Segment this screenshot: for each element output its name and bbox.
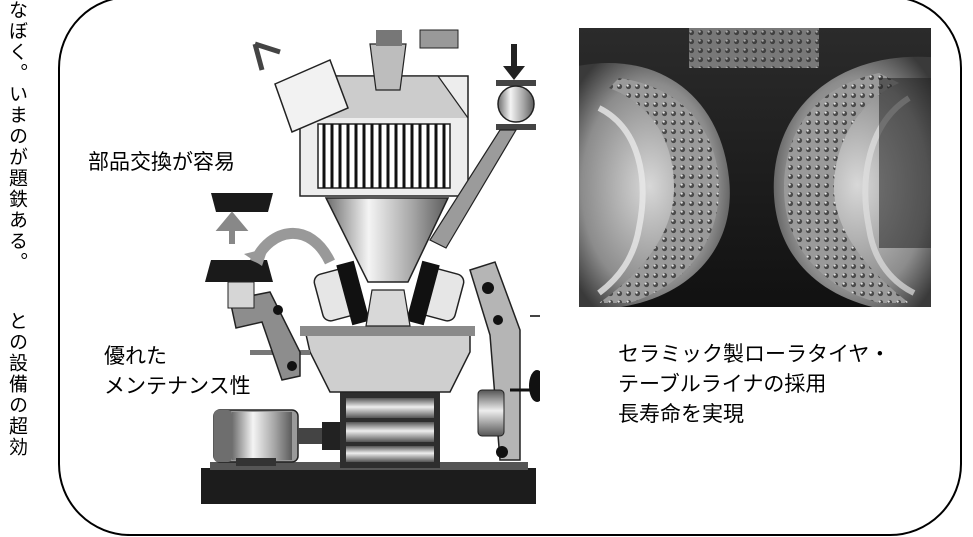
vertical-mill-illustration (201, 29, 540, 504)
separator-cage-icon (317, 123, 451, 189)
hydraulic-arm-right-icon (469, 261, 540, 461)
ceramic-label-line-3: 長寿命を実現 (618, 402, 744, 426)
rounded-frame (58, 0, 962, 536)
vertical-body-text: なぼく。いまのが題鉄ある。との設備の超効 (0, 0, 28, 537)
part-exchange-icon (205, 193, 335, 309)
motor-icon (213, 409, 342, 466)
roller-left-icon (313, 260, 370, 326)
ceramic-label-line-2: テーブルライナの採用 (618, 372, 827, 396)
vertical-text-line-1: なぼく。いまのが題鉄ある。 (6, 0, 28, 273)
parts-exchange-label: 部品交換が容易 (88, 150, 235, 174)
hydraulic-arm-left-icon (229, 291, 301, 381)
ceramic-label-line-1: セラミック製ローラタイヤ・ (618, 342, 891, 366)
maintenance-label-line-2: メンテナンス性 (104, 374, 251, 398)
base-plate (201, 468, 536, 504)
feed-inlet-icon (429, 44, 536, 249)
ceramic-roller-photo (579, 28, 931, 307)
maintenance-label-line-1: 優れた (104, 344, 167, 368)
gearbox-icon (340, 392, 440, 468)
roller-right-icon (406, 260, 465, 326)
vertical-text-line-2: との設備の超効 (6, 311, 28, 458)
